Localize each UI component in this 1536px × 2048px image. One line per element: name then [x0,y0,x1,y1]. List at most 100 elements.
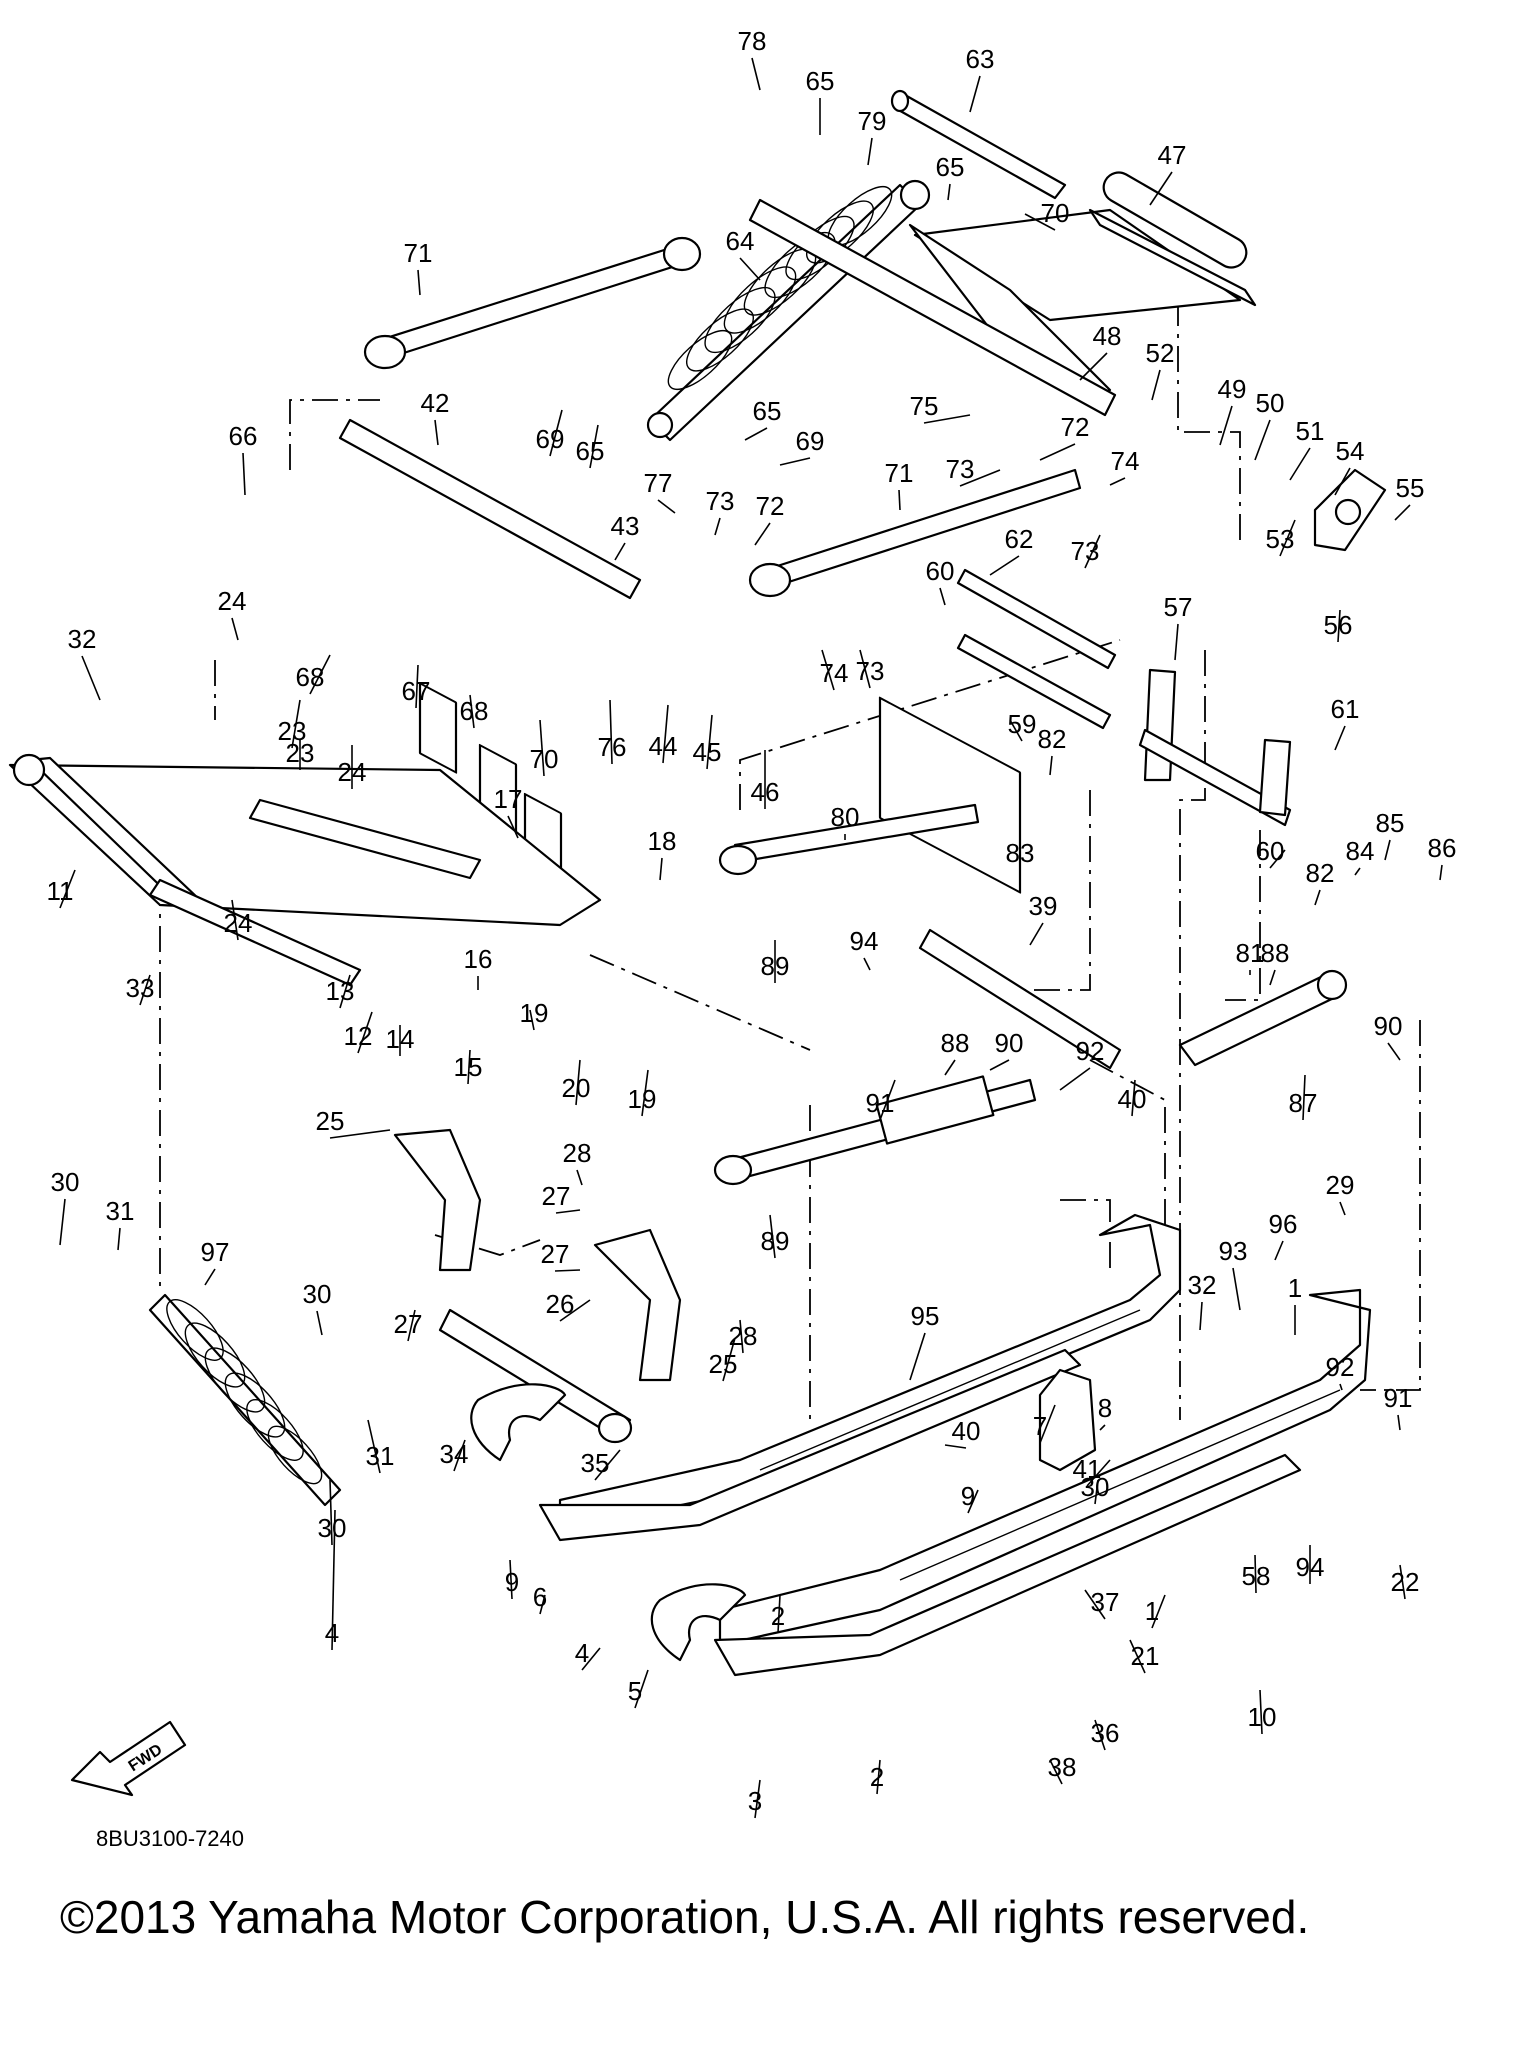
part-callout-55: 55 [1396,473,1425,503]
leader-line [739,257,761,281]
leader-line [657,499,676,514]
leader-line [231,617,239,641]
part-callout-86: 86 [1428,833,1457,863]
part-callout-60: 60 [926,556,955,586]
rear-stop-bolt-shaft [713,1075,1037,1186]
part-callout-12: 12 [344,1021,373,1051]
leader-line [754,1779,761,1819]
part-callout-56: 56 [1324,610,1353,640]
part-callout-88: 88 [941,1028,970,1058]
leader-line [821,649,835,691]
part-callout-27: 27 [394,1309,423,1339]
part-callout-80: 80 [831,802,860,832]
part-callout-59: 59 [1008,709,1037,739]
part-callout-13: 13 [326,976,355,1006]
part-callout-77: 77 [644,468,673,498]
part-callout-97: 97 [201,1237,230,1267]
leader-line [641,1069,649,1117]
part-callout-31: 31 [366,1441,395,1471]
leader-line [467,1049,471,1085]
part-callout-5: 5 [628,1676,642,1706]
part-callout-28: 28 [563,1138,592,1168]
assembly-guide-lines [159,300,1421,1420]
leader-line [549,409,563,457]
leader-line [554,1269,581,1272]
part-callout-73: 73 [1071,536,1100,566]
leader-line [1129,1639,1146,1674]
wheel-bracket-7 [1038,1368,1097,1472]
leader-line [1109,477,1126,486]
part-callout-43: 43 [611,511,640,541]
leader-line [859,649,871,689]
leader-line [507,815,519,839]
part-callout-52: 52 [1146,338,1175,368]
part-callout-44: 44 [649,731,678,761]
part-callout-49: 49 [1218,374,1247,404]
leader-line [1049,1759,1063,1785]
leader-line [1131,1079,1136,1117]
leader-line [1174,623,1179,661]
part-callout-7: 7 [1033,1411,1047,1441]
leader-line [1009,719,1023,742]
leader-line [1334,467,1351,496]
part-callout-27: 27 [542,1181,571,1211]
part-callout-15: 15 [454,1052,483,1082]
part-callout-68: 68 [460,696,489,726]
part-callout-65: 65 [753,396,782,426]
leader-line [1151,369,1161,401]
leader-line [1219,405,1233,446]
leader-line [539,719,545,777]
part-callout-95: 95 [911,1301,940,1331]
bracket-57 [1138,668,1292,827]
part-callout-64: 64 [726,226,755,256]
part-callout-28: 28 [729,1321,758,1351]
leader-line [1334,725,1346,751]
part-callout-73: 73 [856,656,885,686]
part-callout-8: 8 [1098,1393,1112,1423]
part-callout-29: 29 [1326,1170,1355,1200]
part-callout-39: 39 [1029,891,1058,921]
forward-direction-arrow-icon: FWD [70,1720,187,1797]
part-callout-32: 32 [1188,1270,1217,1300]
leader-line [59,1198,66,1246]
leader-line [744,427,768,441]
part-callout-27: 27 [541,1239,570,1269]
part-callout-4: 4 [325,1618,339,1648]
leader-line [609,699,613,765]
leader-line [754,522,771,546]
leader-line [1302,1074,1306,1121]
part-callout-65: 65 [806,66,835,96]
leader-line [662,704,669,764]
part-callout-25: 25 [709,1349,738,1379]
leader-line [1049,755,1053,776]
part-callout-73: 73 [706,486,735,516]
part-callout-96: 96 [1269,1209,1298,1239]
part-callout-93: 93 [1219,1236,1248,1266]
leader-line [1354,867,1361,876]
part-callout-76: 76 [598,732,627,762]
part-callout-17: 17 [494,784,523,814]
part-callout-58: 58 [1242,1561,1271,1591]
part-callout-92: 92 [1326,1352,1355,1382]
part-callout-1: 1 [1288,1273,1302,1303]
leader-line [417,269,421,296]
part-callout-20: 20 [562,1073,591,1103]
leader-line [1149,171,1173,206]
part-callout-25: 25 [316,1106,345,1136]
part-callout-90: 90 [995,1028,1024,1058]
part-callout-60: 60 [1256,836,1285,866]
leader-line [309,654,331,695]
part-callout-70: 70 [1041,198,1070,228]
leader-line [367,1419,381,1474]
leader-line [1394,504,1411,521]
link-81 [1178,969,1348,1067]
part-callout-71: 71 [404,238,433,268]
part-callout-21: 21 [1131,1641,1160,1671]
part-callout-82: 82 [1038,724,1067,754]
part-callout-54: 54 [1336,436,1365,466]
leader-line [898,489,901,511]
part-callout-79: 79 [858,106,887,136]
leader-line [1199,1301,1203,1331]
link-rods-71 [363,236,1082,598]
